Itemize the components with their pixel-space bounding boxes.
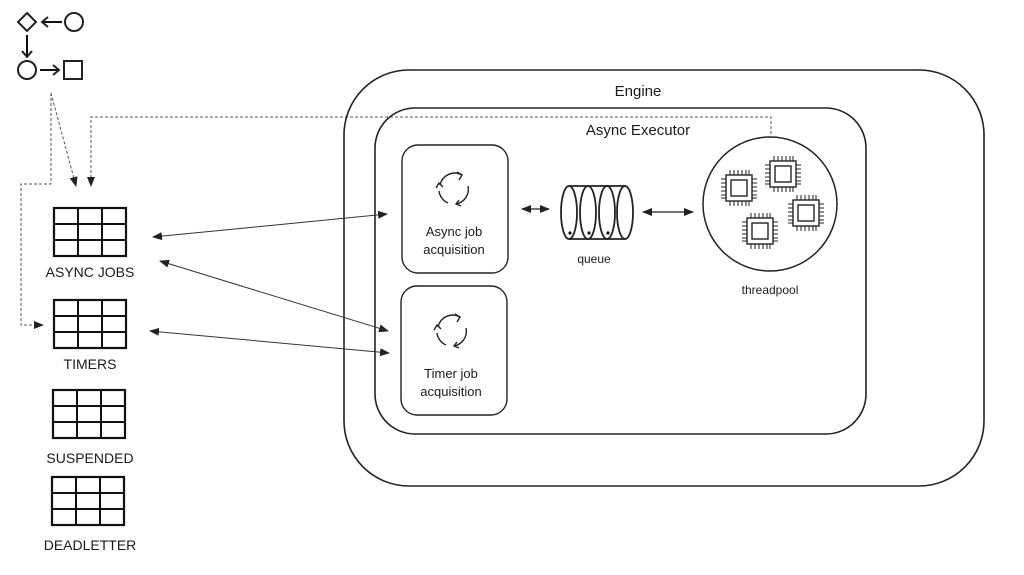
connector-async-jobs-to-timer-acquisition <box>159 259 389 333</box>
table-label: ASYNC JOBS <box>46 264 135 280</box>
async-executor-title: Async Executor <box>586 122 690 139</box>
table-grid-icon <box>52 298 128 350</box>
bpmn-process-flow-icon <box>16 11 84 80</box>
refresh-cycle-icon <box>435 171 470 207</box>
async-job-acquisition-box[interactable]: Async job acquisition <box>401 144 509 274</box>
cpu-chip-icon <box>720 169 758 207</box>
connector-timers-to-timer-acquisition <box>149 327 390 357</box>
table-suspended[interactable]: SUSPENDED <box>46 388 134 466</box>
queue-cylinder-icon <box>560 185 634 240</box>
async-acquisition-label-1: Async job <box>426 224 482 239</box>
cpu-chip-icon <box>741 212 779 250</box>
table-grid-icon <box>52 206 128 258</box>
dotted-connector-threadpool-to-async-jobs <box>87 116 772 187</box>
table-deadletter[interactable]: DEADLETTER <box>44 475 137 553</box>
cpu-chip-icon <box>764 155 802 193</box>
table-grid-icon <box>51 388 127 440</box>
dotted-connector-process-to-timers <box>20 93 52 329</box>
engine-title: Engine <box>615 83 662 100</box>
queue[interactable]: queue <box>560 185 634 266</box>
cpu-chip-icon <box>787 194 825 232</box>
threadpool-label: threadpool <box>742 283 799 297</box>
dotted-connector-process-to-async-jobs <box>50 92 78 187</box>
async-acquisition-label-2: acquisition <box>423 242 484 257</box>
timer-job-acquisition-box[interactable]: Timer job acquisition <box>400 285 508 416</box>
threadpool[interactable]: threadpool <box>702 136 838 297</box>
table-grid-icon <box>50 475 126 527</box>
table-label: SUSPENDED <box>46 450 133 466</box>
queue-label: queue <box>577 252 611 266</box>
connector-async-jobs-to-async-acquisition <box>152 210 388 241</box>
timer-acquisition-label-1: Timer job <box>424 366 478 381</box>
table-timers[interactable]: TIMERS <box>52 298 128 372</box>
table-label: DEADLETTER <box>44 537 137 553</box>
timer-acquisition-label-2: acquisition <box>420 384 481 399</box>
table-async-jobs[interactable]: ASYNC JOBS <box>46 206 135 280</box>
refresh-cycle-icon <box>433 313 468 349</box>
table-label: TIMERS <box>64 356 117 372</box>
